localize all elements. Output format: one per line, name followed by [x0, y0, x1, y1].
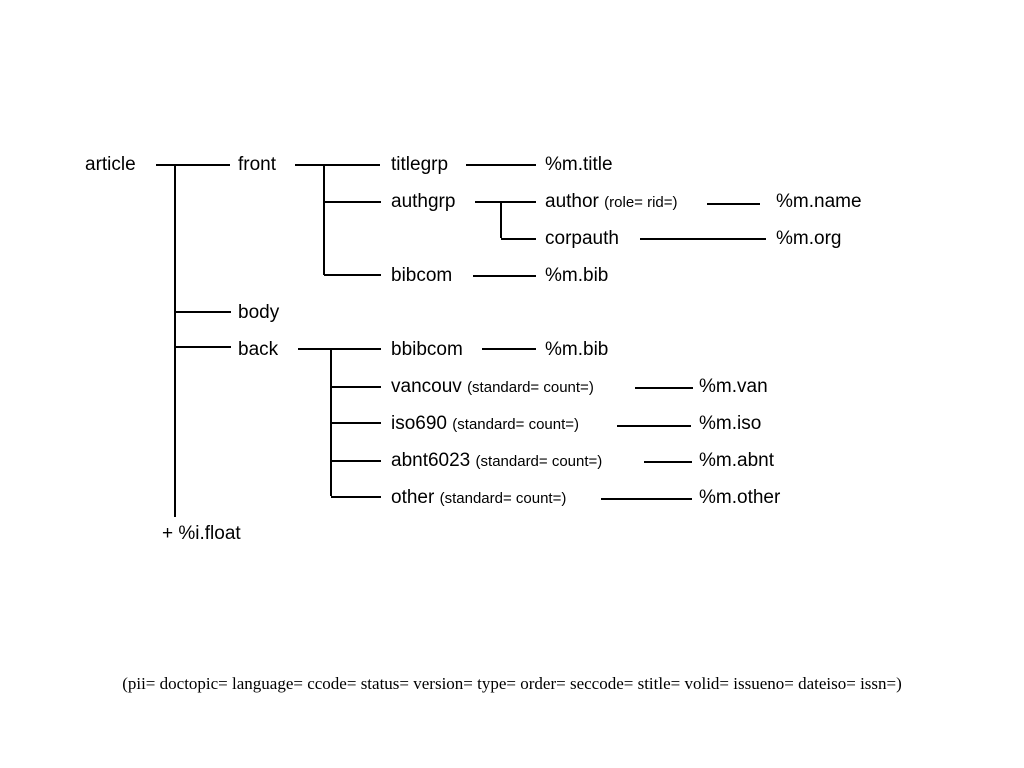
connector-article-body: [176, 311, 231, 313]
node-bibcom: bibcom: [391, 265, 453, 286]
node-m-bib-2: %m.bib: [545, 339, 609, 360]
node-abnt6023-attributes: (standard= count=): [475, 453, 603, 470]
connector-authgrp-trunk: [500, 201, 502, 238]
connector-back-other: [331, 496, 381, 498]
node-body: body: [238, 302, 280, 323]
connector-other-mother: [601, 498, 692, 500]
node-other-attributes: (standard= count=): [439, 490, 567, 507]
node-article: article: [85, 154, 136, 175]
connector-back-trunk: [330, 348, 332, 496]
connector-iso690-miso: [617, 425, 691, 427]
node-m-name: %m.name: [776, 191, 862, 212]
connector-bbibcom-mbib: [482, 348, 536, 350]
node-m-other: %m.other: [699, 487, 781, 508]
connector-author-mname: [707, 203, 760, 205]
node-titlegrp: titlegrp: [391, 154, 449, 175]
node-other: other (standard= count=): [391, 487, 566, 510]
connector-article-trunk: [174, 164, 176, 517]
connector-back-abnt6023: [331, 460, 381, 462]
node-m-bib-1: %m.bib: [545, 265, 609, 286]
node-vancouv-attributes: (standard= count=): [467, 379, 594, 396]
connector-back-iso690: [331, 422, 381, 424]
connector-abnt6023-mabnt: [644, 461, 692, 463]
node-author-attributes: (role= rid=): [604, 194, 678, 211]
node-back: back: [238, 339, 279, 360]
connector-bibcom-mbib: [473, 275, 536, 277]
node-m-iso: %m.iso: [699, 413, 762, 434]
node-corpauth: corpauth: [545, 228, 619, 249]
node-abnt6023: abnt6023 (standard= count=): [391, 450, 602, 473]
connector-back-bbibcom: [298, 348, 381, 350]
node-author-name: author: [545, 191, 599, 212]
node-abnt6023-name: abnt6023: [391, 450, 471, 471]
connector-authgrp-corpauth: [501, 238, 536, 240]
node-i-float: + %i.float: [162, 523, 241, 544]
node-iso690-name: iso690: [391, 413, 447, 434]
connector-titlegrp-mtitle: [466, 164, 536, 166]
node-vancouv: vancouv (standard= count=): [391, 376, 594, 399]
article-attributes-list: (pii= doctopic= language= ccode= status=…: [122, 674, 902, 693]
node-author: author (role= rid=): [545, 191, 678, 214]
node-iso690: iso690 (standard= count=): [391, 413, 579, 436]
node-m-van: %m.van: [699, 376, 768, 397]
connector-article-front: [156, 164, 230, 166]
node-m-abnt: %m.abnt: [699, 450, 774, 471]
connector-authgrp-author: [475, 201, 536, 203]
connector-front-trunk: [323, 164, 325, 275]
node-bbibcom: bbibcom: [391, 339, 463, 360]
node-authgrp: authgrp: [391, 191, 456, 212]
connector-article-back: [176, 346, 231, 348]
node-other-name: other: [391, 487, 435, 508]
connector-front-titlegrp: [295, 164, 380, 166]
node-iso690-attributes: (standard= count=): [452, 416, 580, 433]
node-m-title: %m.title: [545, 154, 613, 175]
connector-front-authgrp: [324, 201, 381, 203]
node-vancouv-name: vancouv: [391, 376, 462, 397]
connector-back-vancouv: [331, 386, 381, 388]
connector-front-bibcom: [324, 274, 381, 276]
connector-vancouv-mvan: [635, 387, 693, 389]
node-m-org: %m.org: [776, 228, 842, 249]
connector-corpauth-morg: [640, 238, 766, 240]
node-front: front: [238, 154, 277, 175]
